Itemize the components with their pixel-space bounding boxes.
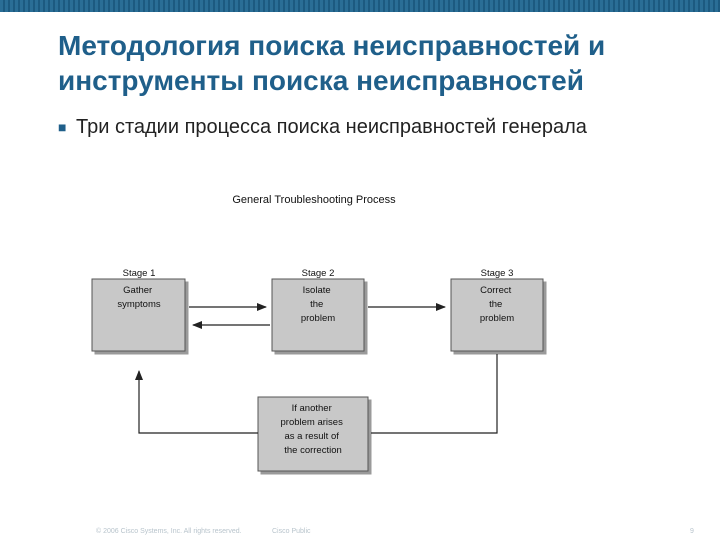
feedback-line: If another xyxy=(292,403,332,414)
arrow-feedback-to-stage1 xyxy=(135,370,258,434)
connector-stage3-to-feedback xyxy=(371,354,498,434)
stage-1-text: Gather symptoms xyxy=(117,285,161,310)
feedback-line: the correction xyxy=(284,445,342,456)
slide-title-line-1: Методология поиска неисправностей и xyxy=(58,30,606,61)
stage-3-line: the xyxy=(489,299,502,310)
stage-3-text: Correct the problem xyxy=(480,285,514,324)
stage-2-box xyxy=(271,278,365,352)
stage-2-line: the xyxy=(310,299,323,310)
bullet-point: ■ Три стадии процесса поиска неисправнос… xyxy=(58,115,658,140)
feedback-box xyxy=(257,396,369,472)
feedback-line: as a result of xyxy=(284,431,339,442)
stage-2-label: Stage 2 xyxy=(302,268,335,279)
stage-3-line: Correct xyxy=(480,285,512,296)
top-stripe xyxy=(0,0,720,12)
stage-1-line: symptoms xyxy=(117,299,161,310)
stage-2-line: problem xyxy=(301,313,335,324)
slide-title: Методология поиска неисправностей и инст… xyxy=(58,28,708,98)
diagram-title: General Troubleshooting Process xyxy=(232,194,396,206)
stage-1-line: Gather xyxy=(123,285,152,296)
stage-1-label: Stage 1 xyxy=(123,268,156,279)
stage-1-box xyxy=(91,278,186,352)
square-bullet-icon: ■ xyxy=(58,119,67,135)
footer-copyright: © 2006 Cisco Systems, Inc. All rights re… xyxy=(96,528,242,535)
page-number: 9 xyxy=(690,528,694,535)
slide-title-line-2: инструменты поиска неисправностей xyxy=(58,65,584,96)
footer-classification: Cisco Public xyxy=(272,528,311,535)
bullet-text: Три стадии процесса поиска неисправносте… xyxy=(76,116,587,138)
stage-3-box xyxy=(450,278,544,352)
feedback-line: problem arises xyxy=(281,417,344,428)
stage-3-label: Stage 3 xyxy=(481,268,514,279)
stage-2-line: Isolate xyxy=(303,285,331,296)
feedback-text: If another problem arises as a result of… xyxy=(281,403,346,456)
stage-3-line: problem xyxy=(480,313,514,324)
stage-2-text: Isolate the problem xyxy=(301,285,335,324)
